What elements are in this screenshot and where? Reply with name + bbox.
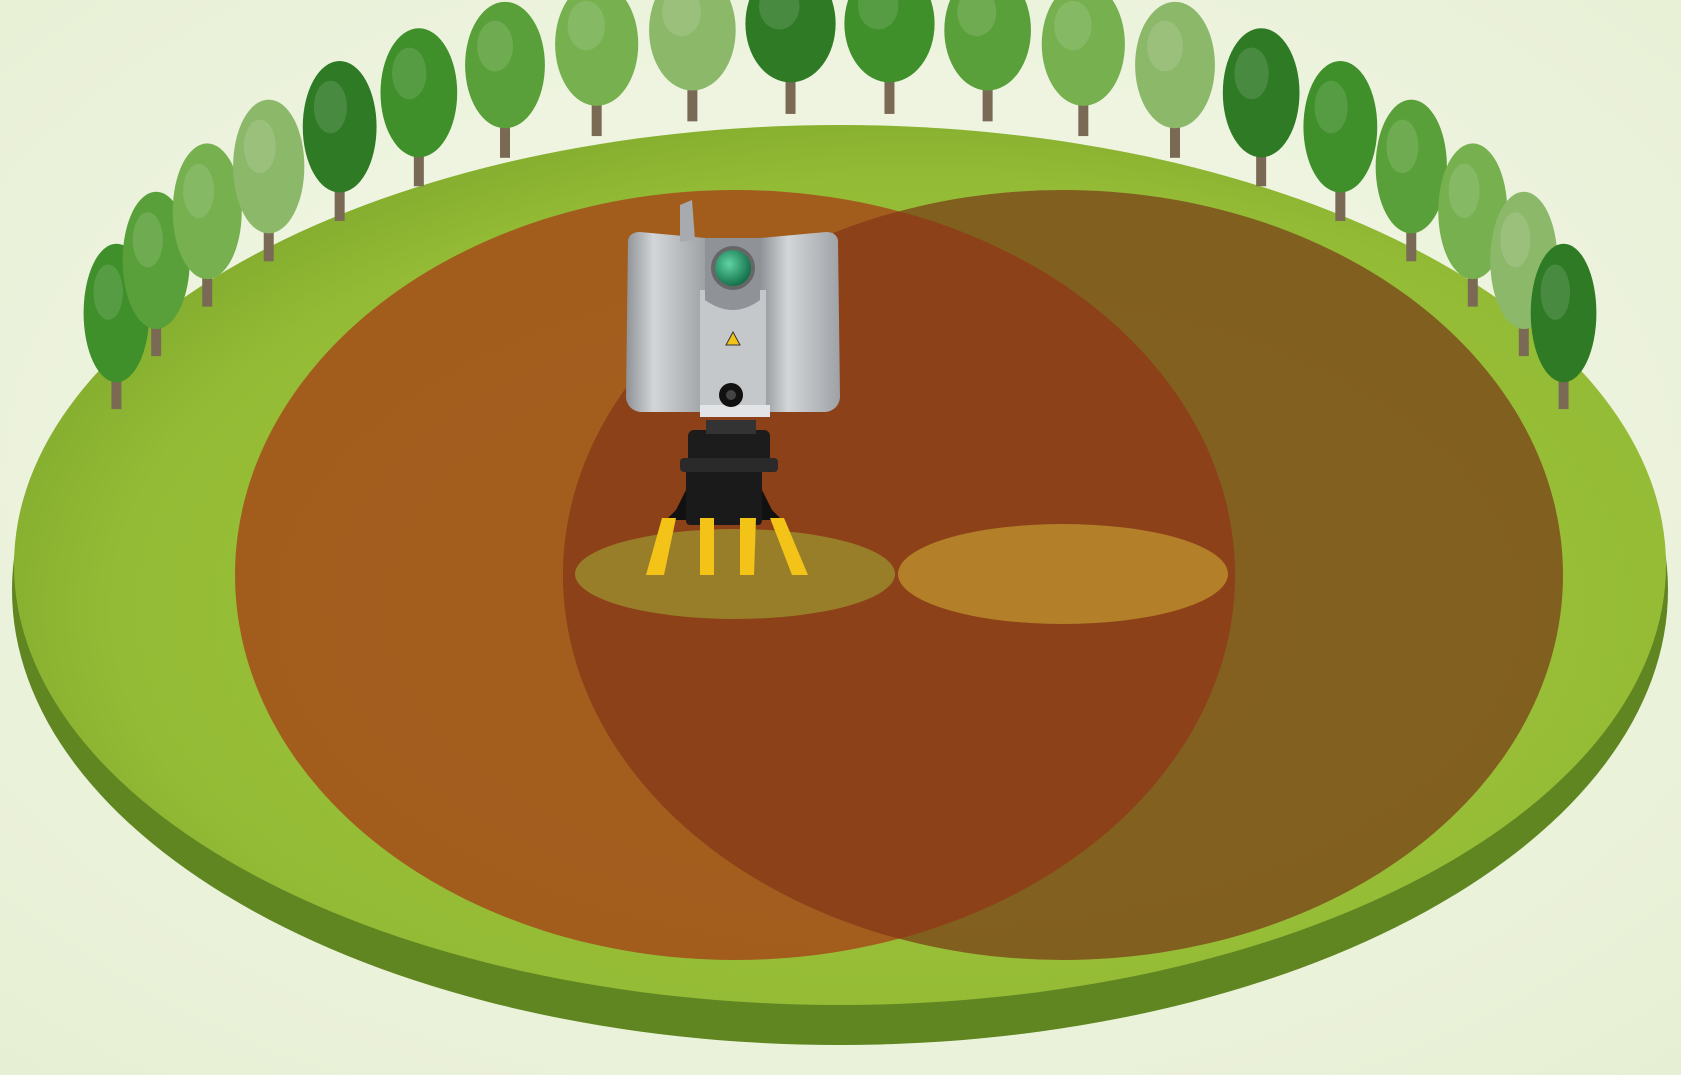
station-pad-right bbox=[898, 524, 1228, 624]
station-pad-left bbox=[575, 529, 895, 619]
scanner-lens bbox=[713, 248, 753, 288]
scan-coverage bbox=[235, 190, 1563, 960]
